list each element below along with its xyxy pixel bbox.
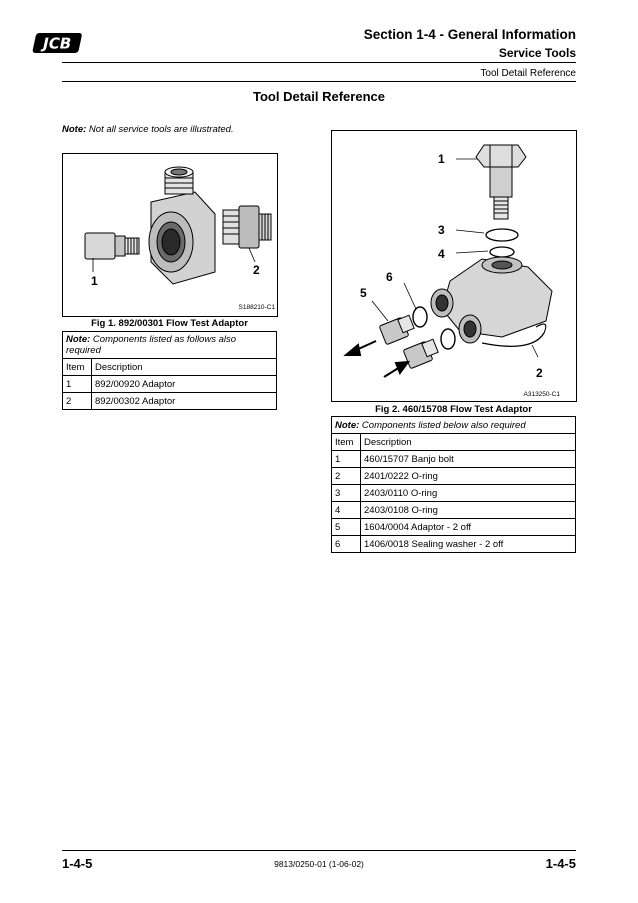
fig2-parts-table: Note: Components listed below also requi… [331, 416, 576, 553]
cell-item: 1 [331, 450, 361, 468]
cell-item: 4 [331, 501, 361, 519]
note-text: Not all service tools are illustrated. [86, 124, 234, 135]
fig1-caption: Fig 1. 892/00301 Flow Test Adaptor [91, 318, 248, 329]
cell-description: 892/00302 Adaptor [91, 392, 277, 410]
note-text: Components listed as follows also requir… [66, 334, 237, 356]
fig1-code: S188210-C1 [239, 304, 276, 311]
note-label: Note: [62, 124, 87, 135]
section-ref: Tool Detail Reference [480, 68, 576, 79]
fig1-parts-table: Note: Components listed as follows also … [62, 331, 277, 410]
table-row: 2 2401/0222 O-ring [331, 467, 576, 485]
col-header-item: Item [331, 433, 361, 451]
header-rule [62, 62, 576, 63]
fig1-illustration: 1 2 S188210-C1 [62, 153, 278, 317]
cell-description: 2403/0108 O-ring [360, 501, 576, 519]
table-header-row: Item Description [62, 358, 277, 376]
table-row: 3 2403/0110 O-ring [331, 484, 576, 502]
footer-rule [62, 850, 576, 851]
cell-description: 2401/0222 O-ring [360, 467, 576, 485]
fig2-callout-6: 6 [386, 270, 393, 284]
note-label: Note: [66, 334, 91, 345]
section-title: Section 1-4 - General Information [363, 27, 576, 42]
note-text: Components listed below also required [359, 419, 526, 431]
flow-test-adaptor-exploded-drawing: 1 3 4 6 5 2 A313250-C1 [343, 144, 561, 398]
cell-item: 2 [62, 392, 92, 410]
fig2-callout-5: 5 [360, 286, 367, 300]
fig2-illustration: 1 3 4 6 5 2 A313250-C1 [331, 130, 577, 402]
cell-item: 5 [331, 518, 361, 536]
page-number-left: 1-4-5 [62, 856, 93, 871]
table-row: 1 460/15707 Banjo bolt [331, 450, 576, 468]
table-row: 6 1406/0018 Sealing washer - 2 off [331, 535, 576, 553]
fig2-callout-2: 2 [536, 366, 543, 380]
table-row: 2 892/00302 Adaptor [62, 392, 277, 410]
fig1-callout-1: 1 [91, 274, 98, 288]
fig1-callout-2: 2 [253, 263, 260, 277]
cell-description: 2403/0110 O-ring [360, 484, 576, 502]
table-header-row: Item Description [331, 433, 576, 451]
note-label: Note: [335, 419, 360, 431]
cell-description: 892/00920 Adaptor [91, 375, 277, 393]
logo-text: JCB [40, 35, 73, 53]
fig2-caption: Fig 2. 460/15708 Flow Test Adaptor [375, 404, 532, 415]
table-row: 1 892/00920 Adaptor [62, 375, 277, 393]
fig2-callout-3: 3 [438, 223, 445, 237]
fig2-callout-1: 1 [438, 152, 445, 166]
col-header-item: Item [62, 358, 92, 376]
document-code: 9813/0250-01 (1-06-02) [274, 859, 364, 869]
fig2-callout-4: 4 [438, 247, 445, 261]
col-header-description: Description [360, 433, 576, 451]
page-title: Tool Detail Reference [253, 89, 385, 104]
cell-item: 1 [62, 375, 92, 393]
cell-item: 2 [331, 467, 361, 485]
page-number-right: 1-4-5 [545, 856, 576, 871]
section-subtitle: Service Tools [498, 46, 576, 60]
cell-description: 460/15707 Banjo bolt [360, 450, 576, 468]
fig2-code: A313250-C1 [524, 391, 561, 398]
table-note-row: Note: Components listed as follows also … [62, 331, 277, 359]
jcb-logo: JCB [32, 33, 82, 53]
note-top: Note: Not all service tools are illustra… [62, 124, 234, 135]
cell-description: 1406/0018 Sealing washer - 2 off [360, 535, 576, 553]
table-note-row: Note: Components listed below also requi… [331, 416, 576, 434]
table-row: 5 1604/0004 Adaptor - 2 off [331, 518, 576, 536]
header-rule-2 [62, 81, 576, 82]
cell-description: 1604/0004 Adaptor - 2 off [360, 518, 576, 536]
col-header-description: Description [91, 358, 277, 376]
table-row: 4 2403/0108 O-ring [331, 501, 576, 519]
cell-item: 6 [331, 535, 361, 553]
cell-item: 3 [331, 484, 361, 502]
flow-test-adaptor-drawing: 1 2 S188210-C1 [84, 166, 276, 311]
